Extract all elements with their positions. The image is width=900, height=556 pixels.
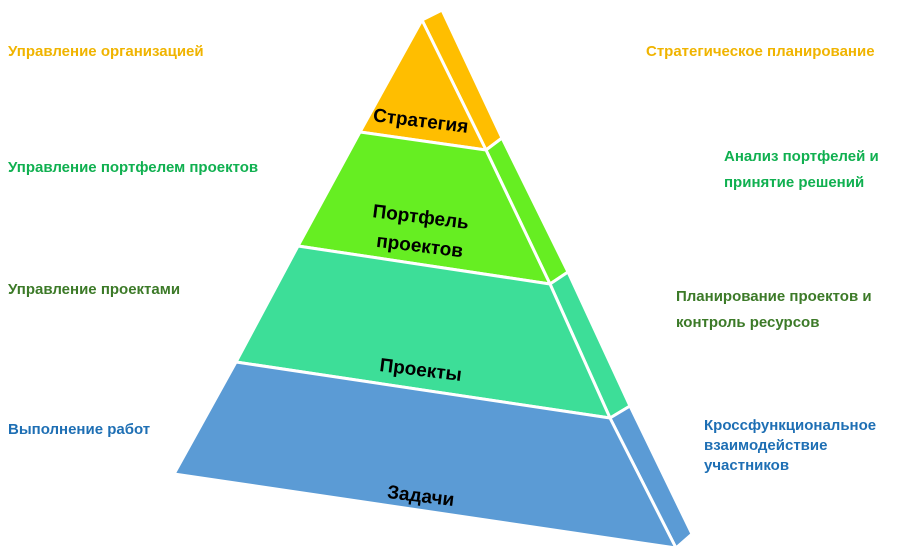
right-label-project-planning-line1: Планирование проектов и xyxy=(676,288,872,305)
right-label-project-planning-line2: контроль ресурсов xyxy=(676,314,820,331)
right-label-cross-functional-line1: Кроссфункциональное xyxy=(704,417,877,434)
right-label-strategic-planning-line1: Стратегическое планирование xyxy=(646,43,875,60)
right-label-portfolio-analysis-line2: принятие решений xyxy=(724,174,865,191)
left-label-project-management: Управление проектами xyxy=(8,281,181,298)
right-label-cross-functional: Кроссфункциональное взаимодействие участ… xyxy=(704,416,876,476)
left-label-organization-management: Управление организацией xyxy=(8,43,204,60)
right-label-cross-functional-line2: взаимодействие xyxy=(704,437,828,454)
right-label-project-planning: Планирование проектов и контроль ресурсо… xyxy=(676,284,872,336)
tier-tasks-front xyxy=(172,360,678,550)
right-label-portfolio-analysis: Анализ портфелей и принятие решений xyxy=(724,144,879,196)
right-label-cross-functional-line3: участников xyxy=(704,457,790,474)
left-label-work-execution: Выполнение работ xyxy=(8,421,151,438)
left-label-portfolio-management: Управление портфелем проектов xyxy=(8,159,259,176)
right-label-portfolio-analysis-line1: Анализ портфелей и xyxy=(724,148,879,165)
right-label-strategic-planning: Стратегическое планирование xyxy=(646,40,875,64)
